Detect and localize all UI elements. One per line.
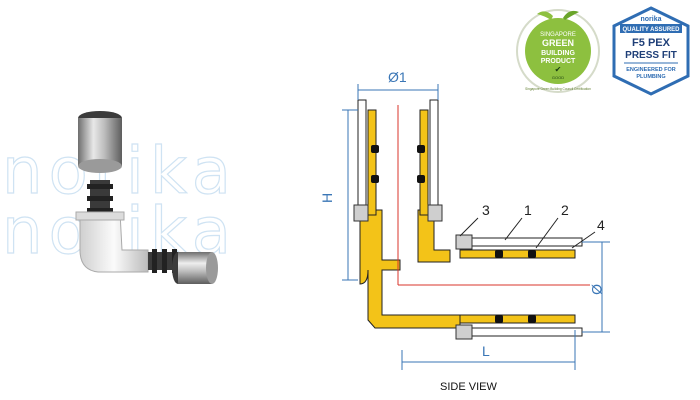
leaf-icon <box>563 10 579 20</box>
callout-1: 1 <box>524 202 532 218</box>
check-icon: ✔ <box>555 65 562 74</box>
insert-tube-left <box>367 109 377 216</box>
dim-length-label: L <box>482 343 490 359</box>
pipe-vertical-right <box>429 99 439 216</box>
svg-text:GREEN: GREEN <box>542 38 574 48</box>
callout-2: 2 <box>561 202 569 218</box>
svg-text:SINGAPORE: SINGAPORE <box>540 32 576 38</box>
insert-horizontal-top <box>459 249 576 259</box>
stop-ring <box>427 204 443 222</box>
svg-text:ENGINEERED FOR: ENGINEERED FOR <box>626 67 676 73</box>
pipe-horizontal-top <box>459 237 583 247</box>
leaf-icon <box>537 11 553 20</box>
o-ring <box>528 250 536 258</box>
o-ring <box>495 315 503 323</box>
brass-elbow-body <box>359 209 461 329</box>
stop-ring <box>455 324 473 340</box>
svg-text:GOOD: GOOD <box>552 75 564 80</box>
o-ring <box>495 250 503 258</box>
side-view-caption: SIDE VIEW <box>440 381 497 393</box>
svg-text:Singapore Green Building Counc: Singapore Green Building Council Certifi… <box>525 87 591 91</box>
dim-right-label: Ø <box>589 284 605 295</box>
side-view-diagram: Ø1 H L Ø 3 1 2 4 <box>319 70 610 370</box>
dim-top-label: Ø1 <box>388 70 407 85</box>
stop-ring <box>353 204 369 222</box>
svg-text:QUALITY ASSURED: QUALITY ASSURED <box>622 27 680 33</box>
green-building-badge: SINGAPORE GREEN BUILDING PRODUCT ✔ GOOD … <box>516 9 600 93</box>
callout-4: 4 <box>597 217 605 233</box>
pipe-vertical-left <box>357 99 367 216</box>
svg-text:BUILDING: BUILDING <box>541 50 575 57</box>
o-ring <box>417 145 425 153</box>
o-ring <box>371 175 379 183</box>
svg-text:PRESS FIT: PRESS FIT <box>625 50 677 61</box>
svg-text:norika: norika <box>640 16 661 23</box>
o-ring <box>528 315 536 323</box>
svg-text:F5 PEX: F5 PEX <box>632 37 671 49</box>
callout-3: 3 <box>482 202 490 218</box>
insert-horizontal-bottom <box>459 314 576 324</box>
insert-tube-right <box>419 109 429 216</box>
o-ring <box>371 145 379 153</box>
o-ring <box>417 175 425 183</box>
svg-text:PRODUCT: PRODUCT <box>541 58 576 65</box>
svg-text:PLUMBING: PLUMBING <box>636 74 665 80</box>
norika-quality-badge: norika QUALITY ASSURED F5 PEX PRESS FIT … <box>612 6 690 96</box>
stop-ring <box>455 234 473 250</box>
product-photo <box>75 111 218 284</box>
pipe-horizontal-bottom <box>459 327 583 337</box>
dim-height-label: H <box>319 193 335 203</box>
